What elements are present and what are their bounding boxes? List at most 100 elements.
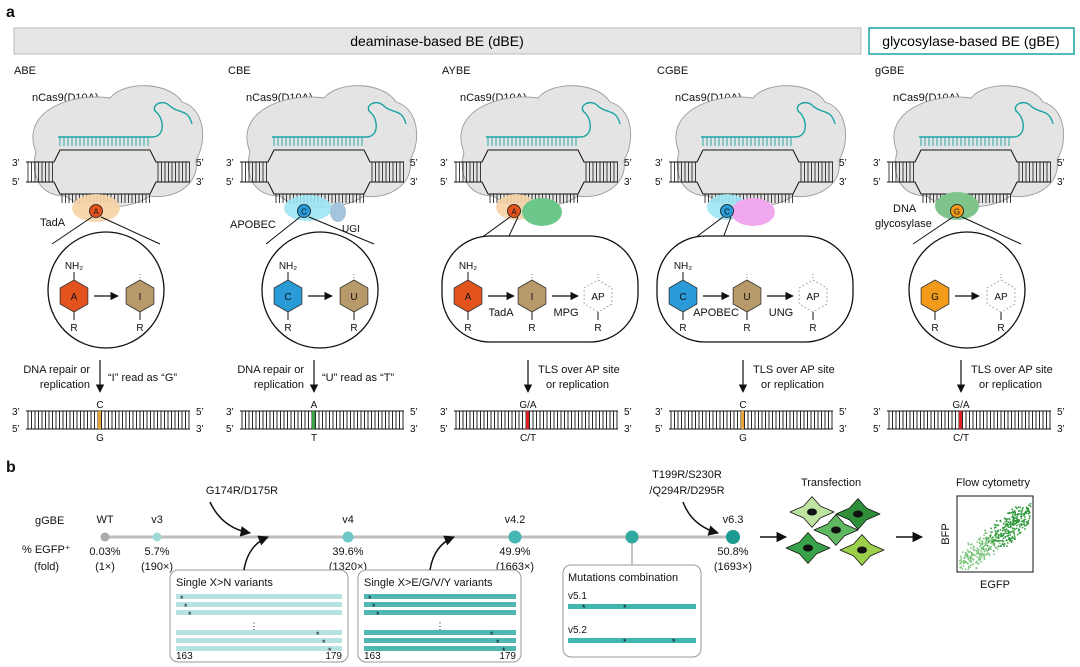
flow-dot <box>971 557 974 560</box>
flow-dot <box>985 538 988 541</box>
box-xegvy-start: 163 <box>364 651 381 662</box>
flow-dot <box>977 557 980 560</box>
flow-dot <box>977 563 980 565</box>
repair-right-2-4: or replication <box>979 379 1042 391</box>
flow-dot <box>1005 520 1008 523</box>
flow-dot <box>1007 526 1010 528</box>
flow-dot <box>1014 538 1017 540</box>
final-end-3-top-0: 3’ <box>12 407 20 418</box>
flow-dot <box>1025 512 1028 514</box>
flow-dot <box>980 550 982 552</box>
flow-dot <box>986 544 989 547</box>
gbe-header-box <box>868 27 1075 55</box>
flow-dot <box>1023 513 1026 516</box>
flow-dot <box>980 544 982 546</box>
flow-dot <box>967 565 970 568</box>
flow-dot <box>986 553 988 556</box>
edited-bottom-base-3: G <box>739 433 747 444</box>
flow-dot <box>1024 528 1026 530</box>
dna-end-5-bottom-0: 5’ <box>12 177 20 188</box>
base-final-2-letter: AP <box>591 292 605 303</box>
flow-dot <box>991 541 994 543</box>
variant-bar-xegvy-0 <box>364 594 516 599</box>
base-start-0-nh2: NH₂ <box>65 261 83 272</box>
final-end-5-bottom-3: 5’ <box>655 424 663 435</box>
flow-dot <box>975 549 978 552</box>
base-final-2: R AP <box>583 273 613 334</box>
dna-end-5-top-1: 5’ <box>410 158 418 169</box>
base-inter-0-letter: I <box>139 292 142 303</box>
base-start-1-nh2: NH₂ <box>279 261 297 272</box>
flow-dot <box>1006 545 1008 547</box>
flow-dot <box>999 535 1002 538</box>
final-end-3-top-3: 3’ <box>655 407 663 418</box>
flow-dot <box>959 562 962 564</box>
version-fold-1: (190×) <box>141 561 173 573</box>
flow-dot <box>972 546 975 549</box>
flow-dot <box>988 554 991 557</box>
edited-bottom-base-1: T <box>311 433 317 444</box>
target-base-1: C <box>301 208 307 217</box>
cell-nucleus-4 <box>831 526 841 534</box>
variant-bar-xn-1 <box>176 602 342 607</box>
final-end-5-bottom-4: 5’ <box>873 424 881 435</box>
version-dot-1 <box>152 532 162 542</box>
flow-dot <box>1026 521 1028 524</box>
flow-dot <box>1002 529 1004 532</box>
flow-dot <box>970 560 973 563</box>
final-ladder-2 <box>454 410 618 430</box>
flow-dot <box>1019 513 1021 516</box>
flow-dot <box>1016 518 1019 521</box>
base-inter-0-r: R <box>136 323 143 334</box>
dna-end-3-top-1: 3’ <box>226 158 234 169</box>
base-start-0-r: R <box>70 323 77 334</box>
flow-dot <box>997 540 999 543</box>
version-pct-0: 0.03% <box>89 546 120 558</box>
version-v6.3: v6.350.8%(1693×) <box>714 514 752 573</box>
final-duplex-3: 3’5’5’3’CG <box>655 400 847 444</box>
flow-dot <box>1012 519 1014 522</box>
flow-dot <box>985 532 988 535</box>
dna-duplex-0: 3’5’5’3’ <box>12 149 204 203</box>
flow-dot <box>1021 509 1024 512</box>
variant-star-xn-3: * <box>316 630 320 640</box>
variant-bar-xn-2 <box>176 610 342 615</box>
flow-dot <box>1005 523 1008 525</box>
variant-bar-xegvy-2 <box>364 610 516 615</box>
flow-dot <box>980 560 982 563</box>
flow-dot <box>973 549 975 552</box>
transfection-label: Transfection <box>801 477 861 489</box>
final-end-3-bottom-0: 3’ <box>196 424 204 435</box>
final-end-5-bottom-2: 5’ <box>440 424 448 435</box>
flow-dot <box>984 532 987 535</box>
flow-dot <box>992 553 995 556</box>
base-start-4: RG <box>920 279 950 334</box>
variant-bar-xn-0 <box>176 594 342 599</box>
base-final-2-r: R <box>594 323 601 334</box>
flow-dot <box>1017 512 1020 515</box>
flow-x-axis: EGFP <box>980 579 1010 591</box>
editor-name-abe: ABE <box>14 65 36 77</box>
cell-nucleus-2 <box>803 544 813 552</box>
mutation-t199r-line1: T199R/S230R <box>652 469 722 481</box>
base-inter-0: RI <box>125 273 155 334</box>
flow-dot <box>1009 538 1012 541</box>
flow-dot <box>1007 512 1010 515</box>
final-end-3-top-4: 3’ <box>873 407 881 418</box>
flow-dot <box>967 554 969 557</box>
flow-dot <box>1010 511 1013 514</box>
final-duplex-4: 3’5’5’3’G/AC/T <box>873 400 1065 444</box>
flow-dot <box>1019 515 1022 518</box>
base-final-3-letter: AP <box>806 292 820 303</box>
variant-star-xegvy-5: * <box>502 646 506 656</box>
flow-dot <box>980 554 982 557</box>
base-start-3-nh2: NH₂ <box>674 261 692 272</box>
flow-dot <box>979 545 981 548</box>
final-end-3-top-1: 3’ <box>226 407 234 418</box>
flow-dot <box>978 559 980 562</box>
flow-dot <box>1025 507 1028 510</box>
combo-v51-label: v5.1 <box>568 591 587 602</box>
edited-top-base-2: G/A <box>519 400 537 411</box>
